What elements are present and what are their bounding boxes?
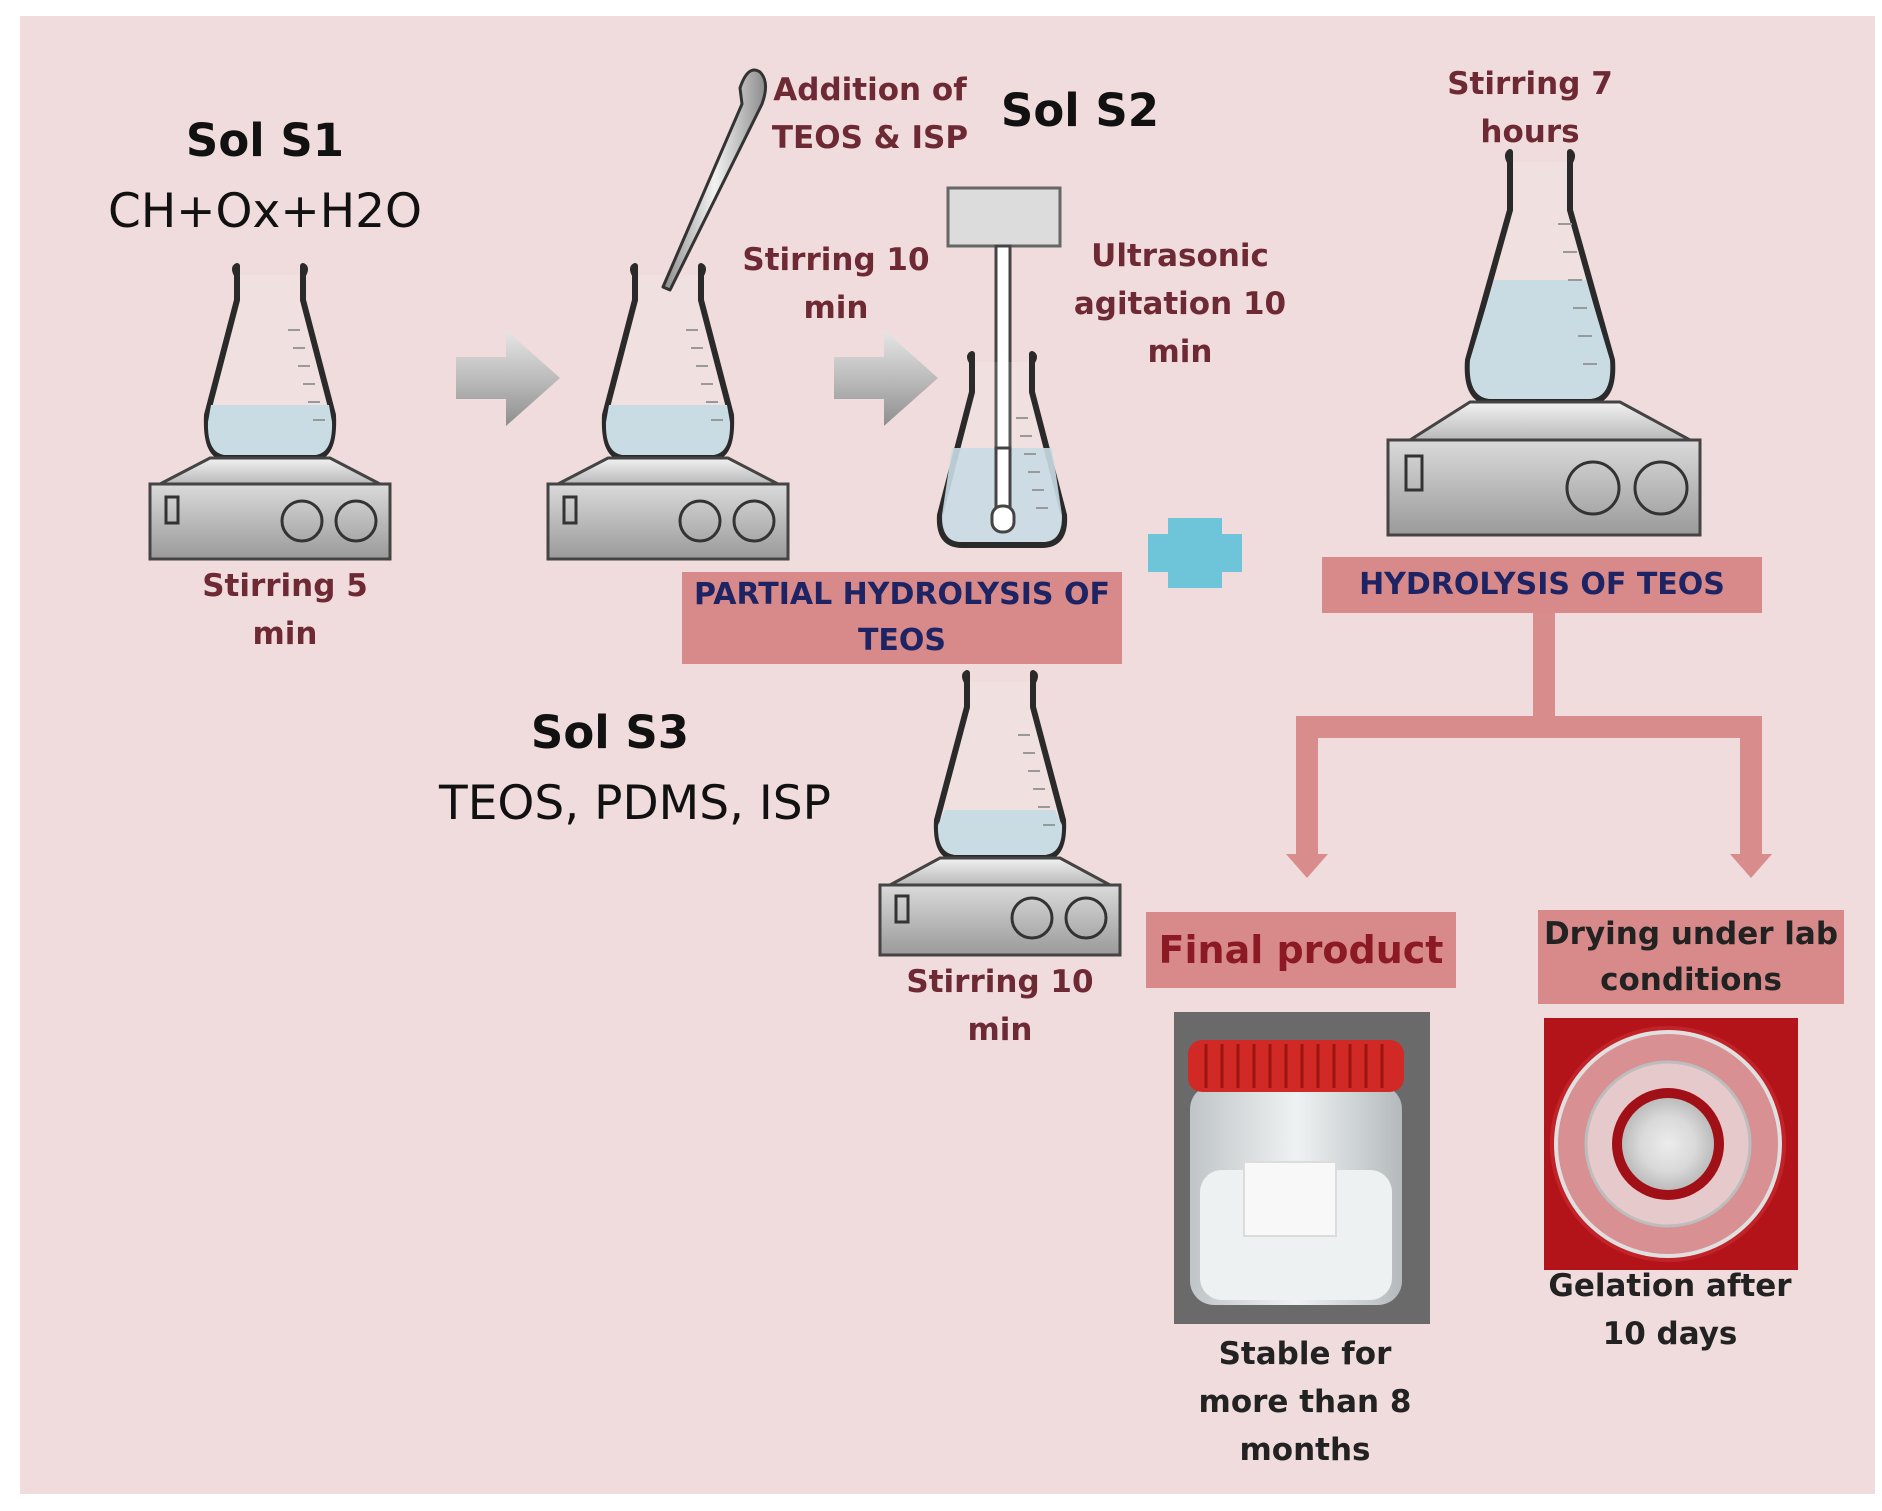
drying-label: Drying under lab conditions bbox=[1543, 916, 1839, 998]
partial-hydrolysis-label: PARTIAL HYDROLYSIS OF TEOS bbox=[694, 577, 1110, 658]
partial-hydrolysis-box: PARTIAL HYDROLYSIS OF TEOS bbox=[682, 572, 1122, 664]
final-product-caption: Stable for more than 8 months bbox=[1198, 1336, 1412, 1468]
hotplate-s3-icon bbox=[878, 856, 1122, 957]
sol-s1-title: Sol S1 bbox=[185, 114, 345, 167]
arrow-right-icon bbox=[456, 330, 560, 426]
stirring-10-min-label: Stirring 10 min bbox=[742, 242, 930, 326]
flask-s2-icon bbox=[936, 351, 1068, 548]
branch-connector bbox=[1286, 612, 1772, 878]
flask-hydrolysis-icon bbox=[1464, 149, 1616, 405]
final-product-photo bbox=[1174, 1012, 1430, 1324]
sol-s1-formula: CH+Ox+H2O bbox=[108, 184, 422, 239]
addition-label: Addition of TEOS & ISP bbox=[771, 72, 969, 156]
drying-box: Drying under lab conditions bbox=[1538, 910, 1844, 1004]
gel-dish-photo bbox=[1544, 1018, 1798, 1270]
plus-icon bbox=[1148, 518, 1242, 588]
sol-s3-title: Sol S3 bbox=[530, 706, 690, 759]
flask-step2-icon bbox=[601, 263, 735, 461]
hotplate-hydrolysis-icon bbox=[1386, 400, 1702, 537]
arrow-right-icon bbox=[834, 330, 938, 426]
sol-s2-title: Sol S2 bbox=[1000, 84, 1160, 137]
gelation-caption: Gelation after 10 days bbox=[1548, 1268, 1792, 1352]
hotplate-s1-icon bbox=[148, 456, 392, 561]
sol-s3-formula: TEOS, PDMS, ISP bbox=[439, 776, 831, 831]
hydrolysis-box: HYDROLYSIS OF TEOS bbox=[1322, 557, 1762, 613]
flask-s3-icon bbox=[933, 670, 1067, 861]
pipette-icon bbox=[661, 68, 767, 292]
stirring-5-min-label: Stirring 5 min bbox=[202, 568, 368, 652]
final-product-box: Final product bbox=[1146, 912, 1456, 988]
stirring-7-hours-label: Stirring 7 hours bbox=[1447, 66, 1613, 150]
hydrolysis-label: HYDROLYSIS OF TEOS bbox=[1359, 567, 1725, 602]
flask-s1-icon bbox=[203, 263, 337, 461]
stirring-s3-label: Stirring 10 min bbox=[906, 964, 1094, 1048]
ultrasonic-label: Ultrasonic agitation 10 min bbox=[1073, 238, 1287, 370]
hotplate-step2-icon bbox=[546, 456, 790, 561]
final-product-label: Final product bbox=[1158, 928, 1444, 972]
